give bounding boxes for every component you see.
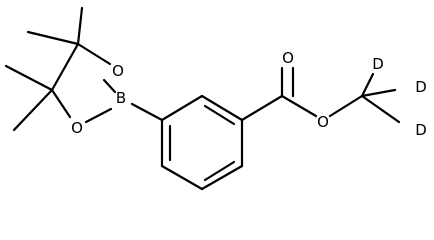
methyl-bond [4, 64, 54, 92]
methyl-bond [26, 30, 80, 46]
oxygen-carbon-bond [76, 42, 112, 66]
ring-bond [160, 164, 204, 191]
aryl-boron-bond [130, 102, 164, 122]
ring-bond [160, 94, 204, 122]
oxygen-carbon-bond [50, 88, 72, 119]
methyl-d-bond [360, 72, 375, 98]
carbon-carbon-bond [50, 42, 80, 92]
ring-bond [200, 94, 244, 122]
methyl-bond [12, 88, 54, 132]
deuterium-label-1: D [372, 55, 384, 73]
methyl-bond [76, 6, 84, 46]
chemical-structure-diagram: B O O O O D D D [4, 6, 427, 191]
deuterium-label-2: D [415, 78, 427, 96]
ester-oxygen-label: O [317, 113, 329, 131]
boron-oxygen-bond [84, 107, 113, 124]
aryl-carbonyl-bond [240, 94, 284, 122]
ester-methyl-bond [328, 94, 364, 118]
carbonyl-ester-bond [280, 94, 318, 118]
carbonyl-oxygen-label: O [282, 49, 294, 67]
ring-oxygen-bottom-label: O [71, 119, 83, 137]
boron-oxygen-bond [102, 78, 117, 94]
boron-atom-label: B [116, 89, 126, 107]
benzene-ring [160, 94, 244, 191]
methyl-d-bond [360, 88, 397, 98]
ring-bond [200, 164, 244, 191]
methyl-d-bond [360, 94, 401, 124]
deuterium-label-3: D [415, 121, 427, 139]
ring-oxygen-top-label: O [112, 62, 124, 80]
ring-double-bond [203, 104, 236, 126]
methyl-ester-group [240, 66, 401, 124]
ring-double-bond [203, 160, 236, 182]
pinacol-boronate-group [4, 6, 164, 132]
